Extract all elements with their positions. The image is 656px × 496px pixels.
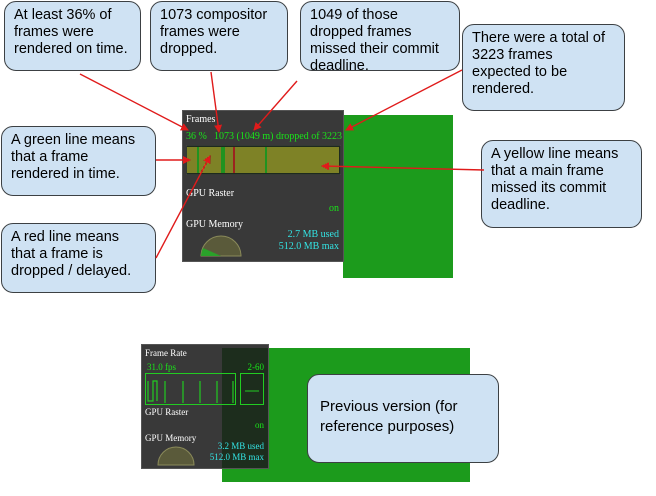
frames-bar-graph bbox=[186, 145, 341, 175]
callout-missed-commit: 1049 of those dropped frames missed thei… bbox=[300, 1, 460, 74]
frames-percent: 36 % bbox=[186, 131, 207, 142]
callout-red-line: A red line means that a frame is dropped… bbox=[1, 223, 156, 293]
old-gpu-memory-label: GPU Memory bbox=[145, 433, 197, 443]
old-gpu-memory-used: 3.2 MB used bbox=[217, 441, 264, 451]
callout-dropped: 1073 compositor frames were dropped. bbox=[150, 1, 288, 71]
gpu-raster-value: on bbox=[329, 203, 339, 214]
old-gpu-memory-max: 512.0 MB max bbox=[209, 452, 264, 462]
frame-rate-graph bbox=[145, 373, 264, 405]
callout-yellow-line: A yellow line means that a main frame mi… bbox=[481, 140, 642, 228]
callout-total-frames: There were a total of 3223 frames expect… bbox=[462, 24, 625, 111]
frames-title: Frames bbox=[186, 114, 216, 125]
old-gpu-memory-gauge bbox=[157, 446, 195, 466]
frames-hud-new: Frames 36 % 1073 (1049 m) dropped of 322… bbox=[182, 110, 344, 262]
frame-rate-hud-old: Frame Rate 31.0 fps 2-60 GPU Raster on G… bbox=[141, 344, 269, 469]
frames-dropped-summary: 1073 (1049 m) dropped of 3223 bbox=[214, 131, 343, 142]
callout-green-line: A green line means that a frame rendered… bbox=[1, 126, 156, 196]
gpu-memory-label: GPU Memory bbox=[186, 219, 243, 230]
frame-rate-range: 2-60 bbox=[247, 362, 265, 372]
old-gpu-raster-value: on bbox=[255, 420, 264, 430]
frame-rate-title: Frame Rate bbox=[145, 348, 187, 358]
page-content-area-new bbox=[343, 115, 453, 278]
gpu-memory-max: 512.0 MB max bbox=[278, 241, 339, 252]
old-gpu-raster-label: GPU Raster bbox=[145, 407, 189, 417]
gpu-memory-used: 2.7 MB used bbox=[287, 229, 339, 240]
frame-rate-fps: 31.0 fps bbox=[147, 362, 176, 372]
gpu-raster-label: GPU Raster bbox=[186, 188, 235, 199]
gpu-memory-gauge bbox=[200, 235, 242, 257]
callout-on-time: At least 36% of frames were rendered on … bbox=[4, 1, 141, 71]
callout-previous-version: Previous version (for reference purposes… bbox=[307, 374, 499, 463]
